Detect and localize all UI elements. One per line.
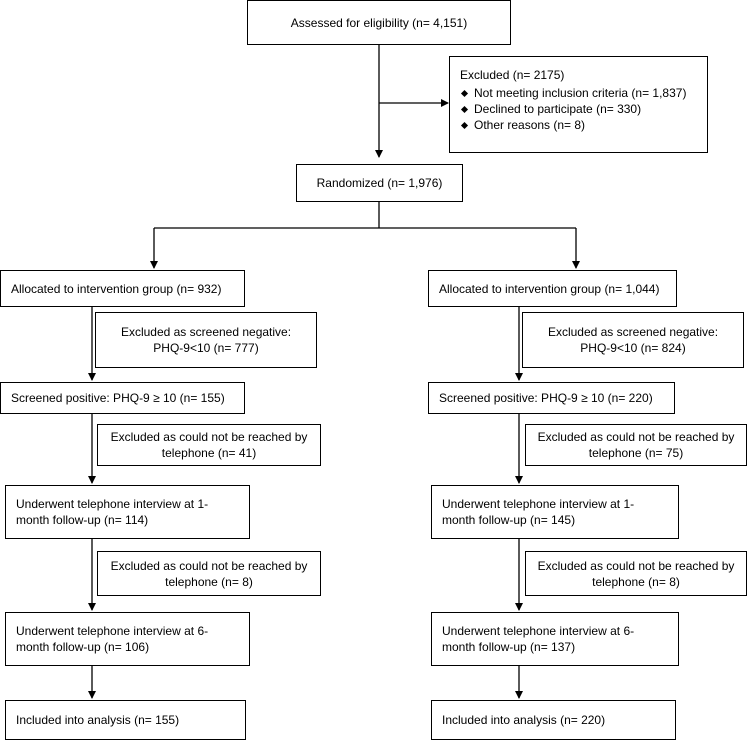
left-interview1-box: Underwent telephone interview at 1- mont…	[5, 485, 250, 539]
right-excluded-reach1-line1: Excluded as could not be reached by	[537, 430, 735, 444]
right-interview1-line2: month follow-up (n= 145)	[442, 513, 576, 527]
left-excluded-reach1-box: Excluded as could not be reached by tele…	[97, 424, 321, 466]
left-excluded-reach1-line1: Excluded as could not be reached by	[110, 430, 308, 444]
left-interview6-box: Underwent telephone interview at 6- mont…	[5, 612, 250, 666]
right-excluded-reach2-line1: Excluded as could not be reached by	[537, 558, 735, 573]
left-excluded-reach2-line2: telephone (n= 8)	[165, 574, 253, 589]
left-excluded-reach2-line1: Excluded as could not be reached by	[110, 558, 308, 573]
excluded-reason: Other reasons (n= 8)	[460, 117, 697, 133]
right-interview6-box: Underwent telephone interview at 6- mont…	[431, 612, 679, 666]
assessed-box: Assessed for eligibility (n= 4,151)	[247, 0, 511, 45]
right-interview6-line2: month follow-up (n= 137)	[442, 640, 576, 654]
randomized-box: Randomized (n= 1,976)	[296, 164, 463, 202]
right-interview1-box: Underwent telephone interview at 1- mont…	[431, 485, 679, 539]
right-interview6-line1: Underwent telephone interview at 6-	[442, 624, 635, 638]
right-allocated-box: Allocated to intervention group (n= 1,04…	[428, 270, 677, 307]
left-screened-positive-text: Screened positive: PHQ-9 ≥ 10 (n= 155)	[11, 391, 225, 405]
right-excluded-negative-line2: PHQ-9<10 (n= 824)	[580, 341, 686, 355]
left-excluded-negative-box: Excluded as screened negative: PHQ-9<10 …	[95, 312, 317, 368]
right-excluded-reach2-line2: telephone (n= 8)	[592, 574, 680, 589]
left-allocated-text: Allocated to intervention group (n= 932)	[11, 281, 222, 296]
left-interview6-line2: month follow-up (n= 106)	[16, 640, 150, 654]
right-excluded-negative-line1: Excluded as screened negative:	[547, 325, 719, 339]
right-screened-positive-text: Screened positive: PHQ-9 ≥ 10 (n= 220)	[439, 391, 653, 405]
left-excluded-reach1-line2: telephone (n= 41)	[161, 446, 257, 460]
excluded-reason: Declined to participate (n= 330)	[460, 101, 697, 117]
randomized-text: Randomized (n= 1,976)	[316, 176, 443, 190]
right-screened-positive-box: Screened positive: PHQ-9 ≥ 10 (n= 220)	[428, 382, 675, 414]
right-excluded-reach1-box: Excluded as could not be reached by tele…	[525, 424, 747, 466]
left-analysis-text: Included into analysis (n= 155)	[16, 713, 180, 727]
right-allocated-text: Allocated to intervention group (n= 1,04…	[439, 281, 660, 296]
right-analysis-box: Included into analysis (n= 220)	[431, 700, 676, 740]
right-interview1-line1: Underwent telephone interview at 1-	[442, 497, 635, 511]
left-analysis-box: Included into analysis (n= 155)	[5, 700, 246, 740]
left-interview1-line1: Underwent telephone interview at 1-	[16, 497, 209, 511]
left-screened-positive-box: Screened positive: PHQ-9 ≥ 10 (n= 155)	[0, 382, 245, 414]
right-excluded-reach1-line2: telephone (n= 75)	[588, 446, 684, 460]
left-interview6-line1: Underwent telephone interview at 6-	[16, 624, 209, 638]
left-allocated-box: Allocated to intervention group (n= 932)	[0, 270, 245, 307]
excluded-reason: Not meeting inclusion criteria (n= 1,837…	[460, 85, 697, 101]
excluded-box: Excluded (n= 2175) Not meeting inclusion…	[449, 56, 708, 153]
left-excluded-negative-line1: Excluded as screened negative:	[120, 325, 292, 339]
left-excluded-reach2-box: Excluded as could not be reached by tele…	[97, 551, 321, 596]
assessed-text: Assessed for eligibility (n= 4,151)	[290, 15, 468, 30]
excluded-title: Excluded (n= 2175)	[460, 68, 565, 82]
right-excluded-reach2-box: Excluded as could not be reached by tele…	[525, 551, 747, 596]
excluded-reasons-list: Not meeting inclusion criteria (n= 1,837…	[460, 85, 697, 133]
right-analysis-text: Included into analysis (n= 220)	[442, 713, 606, 727]
right-excluded-negative-box: Excluded as screened negative: PHQ-9<10 …	[522, 312, 744, 368]
left-interview1-line2: month follow-up (n= 114)	[16, 513, 149, 527]
left-excluded-negative-line2: PHQ-9<10 (n= 777)	[153, 341, 259, 355]
